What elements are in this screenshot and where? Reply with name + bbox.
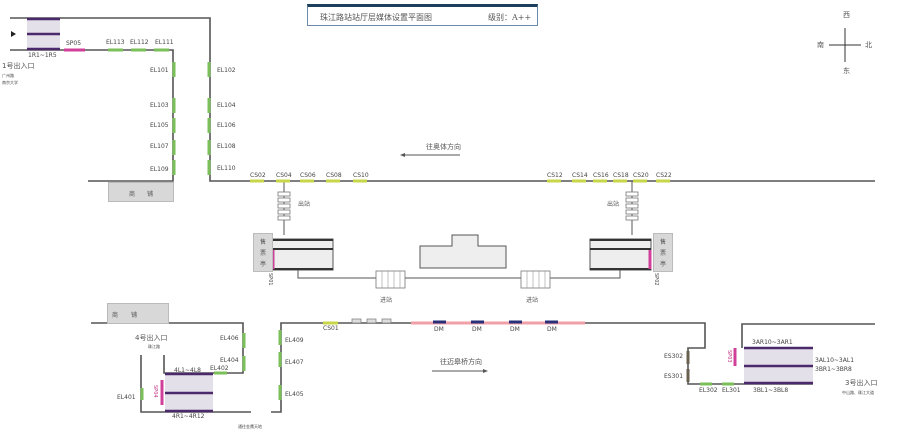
shop-top: 商 铺 (108, 182, 174, 202)
es302: ES302 (664, 353, 684, 360)
dm-2: DM (472, 326, 482, 333)
exit4-below: 通往金鹰天地 (238, 424, 262, 429)
el404: EL404 (220, 357, 239, 364)
booth-char: 票 (260, 250, 267, 257)
title-box: 珠江路站站厅层媒体设置平面图 级别：A++ (307, 4, 538, 26)
sp04-label: SP04 (152, 385, 158, 398)
el107: EL107 (150, 143, 169, 150)
el301: EL301 (722, 387, 741, 394)
ticket-booth-left: 售 票 亭 (253, 233, 273, 272)
dm-3: DM (510, 326, 520, 333)
booth-char: 售 (660, 239, 667, 246)
shop-char-a: 商 (112, 312, 119, 319)
level: 级别：A++ (488, 13, 532, 22)
el111: EL111 (155, 39, 174, 46)
title: 珠江路站站厅层媒体设置平面图 (320, 13, 432, 22)
cs10: CS10 (353, 172, 369, 179)
gate-exit-right: 出站 (607, 201, 620, 208)
escalator-left (271, 238, 334, 271)
shop-char-b: 铺 (131, 312, 138, 319)
el105: EL105 (150, 122, 169, 129)
cs02: CS02 (250, 172, 266, 179)
el112: EL112 (130, 39, 149, 46)
compass-south: 南 (817, 41, 824, 49)
el407: EL407 (285, 359, 304, 366)
dm-1: DM (434, 326, 444, 333)
gate-exit-left: 出站 (298, 201, 311, 208)
cs20: CS20 (633, 172, 649, 179)
sp02-label: SP02 (653, 273, 659, 286)
sp03-label: SP03 (726, 350, 732, 363)
el109: EL109 (150, 166, 169, 173)
el406: EL406 (220, 335, 239, 342)
cs22: CS22 (656, 172, 672, 179)
el102: EL102 (217, 67, 236, 74)
el402: EL402 (210, 365, 229, 372)
escalator-right (589, 238, 652, 271)
direction-right: 往迈皋桥方向 (440, 358, 482, 366)
el101: EL101 (150, 67, 169, 74)
exit3-label: 3号出入口 (845, 379, 878, 387)
cs08: CS08 (326, 172, 342, 179)
exit4-sub: 珠江路 (148, 344, 160, 349)
shop-char-a: 商 (129, 191, 136, 198)
el113: EL113 (106, 39, 125, 46)
el106: EL106 (217, 122, 236, 129)
center-stair (419, 234, 507, 269)
compass-icon (829, 28, 861, 62)
exit3-mid2: 3BR1~3BR8 (815, 366, 852, 373)
exit4-top: 4L1~4L8 (174, 367, 201, 374)
exit3-top: 3AR10~3AR1 (752, 339, 793, 346)
exit3-mid1: 3AL10~3AL1 (815, 357, 855, 364)
exit3-sub: 中山路、珠江大道 (842, 390, 874, 395)
cs12: CS12 (547, 172, 563, 179)
el110: EL110 (217, 165, 236, 172)
direction-left: 往奥体方向 (426, 143, 461, 151)
wall-exit4-inner (91, 322, 244, 374)
exit4-bottom: 4R1~4R12 (172, 413, 205, 420)
ticket-booth-right: 售 票 亭 (653, 233, 673, 272)
cs14: CS14 (572, 172, 588, 179)
sp05-label: SP05 (66, 40, 82, 47)
booth-char: 亭 (660, 261, 667, 268)
booth-char: 亭 (260, 261, 267, 268)
dm-4: DM (547, 326, 557, 333)
el405: EL405 (285, 391, 304, 398)
cs04: CS04 (276, 172, 292, 179)
wall-exit1 (10, 49, 174, 182)
exit1-label: 1号出入口 (2, 62, 35, 70)
exit4-label: 4号出入口 (135, 334, 168, 342)
el409: EL409 (285, 337, 304, 344)
paid-line (297, 270, 621, 279)
entry-arrow-icon (11, 31, 16, 37)
wall-lower (271, 322, 813, 413)
shop-bottom: 商 铺 (107, 303, 169, 324)
exit1-sub1: 广州路 (2, 73, 14, 78)
el108: EL108 (217, 143, 236, 150)
gate-enter-right: 进站 (526, 297, 539, 304)
el103: EL103 (150, 102, 169, 109)
exit1-sub2: 南京大学 (2, 80, 18, 85)
wall-exit4-outer (140, 355, 251, 413)
wall-exit3 (741, 323, 875, 348)
sp01-label: SP01 (267, 273, 273, 286)
el401: EL401 (117, 394, 136, 401)
cs06: CS06 (300, 172, 316, 179)
cs18: CS18 (613, 172, 629, 179)
shop-char-b: 铺 (147, 191, 154, 198)
cs01: CS01 (323, 325, 339, 332)
booth-char: 票 (660, 250, 667, 257)
el104: EL104 (217, 102, 236, 109)
cs16: CS16 (593, 172, 609, 179)
booth-char: 售 (260, 239, 267, 246)
compass-west: 西 (843, 11, 850, 19)
exit1-stairs: 1R1~1R5 (28, 52, 57, 59)
el302: EL302 (699, 387, 718, 394)
es301: ES301 (664, 373, 684, 380)
exit3-bottom: 3BL1~3BL8 (753, 387, 789, 394)
gate-enter-left: 进站 (380, 297, 393, 304)
compass-east: 东 (843, 67, 850, 75)
compass-north: 北 (865, 41, 872, 49)
